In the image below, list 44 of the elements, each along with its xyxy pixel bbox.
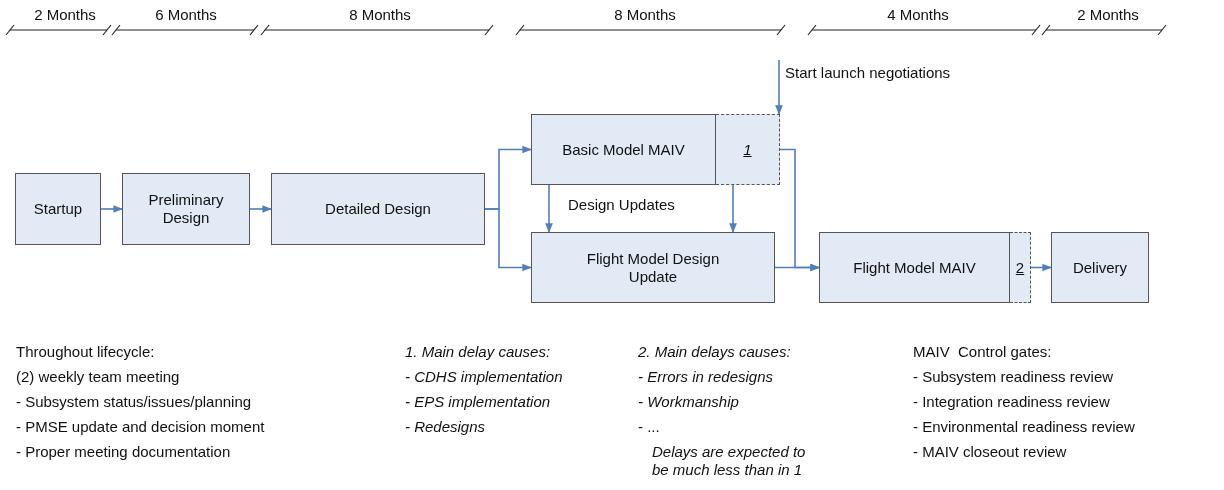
note-text: - CDHS implementation <box>405 368 563 386</box>
duration-label: 2 Months <box>1076 6 1140 24</box>
note-text: - Subsystem status/issues/planning <box>16 393 252 411</box>
process-box: Flight Model Design Update <box>531 232 775 303</box>
arrow <box>1030 263 1052 272</box>
duration-label: 2 Months <box>33 6 97 24</box>
arrow <box>545 184 553 233</box>
dashed-marker-box: 1 <box>716 114 780 185</box>
note-text: MAIV Control gates: <box>913 343 1052 361</box>
duration-label: 6 Months <box>154 6 218 24</box>
duration-label: 4 Months <box>886 6 950 24</box>
process-box: Flight Model MAIV <box>819 232 1010 303</box>
note-text: Throughout lifecycle: <box>16 343 155 361</box>
note-text: - ... <box>638 418 660 436</box>
annotation-text: Start launch negotiations <box>779 60 1039 86</box>
arrow <box>484 208 532 272</box>
note-text: - Redesigns <box>405 418 486 436</box>
note-text: 2. Main delays causes: <box>638 343 791 361</box>
note-text: - Subsystem readiness review <box>913 368 1114 386</box>
duration-label: 8 Months <box>348 6 412 24</box>
note-text: - Environmental readiness review <box>913 418 1135 436</box>
process-box: Basic Model MAIV <box>531 114 716 185</box>
note-text: - Errors in redesigns <box>638 368 774 386</box>
note-text: - Proper meeting documentation <box>16 443 231 461</box>
annotation-label: Design Updates <box>568 196 675 214</box>
arrow <box>774 263 820 272</box>
note-text: 1. Main delay causes: <box>405 343 551 361</box>
arrow <box>249 205 272 213</box>
note-text: - PMSE update and decision moment <box>16 418 265 436</box>
note-text: - EPS implementation <box>405 393 551 411</box>
note-text: Delays are expected to be much less than in 1 <box>652 443 807 479</box>
note-text: - MAIV closeout review <box>913 443 1067 461</box>
arrow <box>775 59 783 115</box>
process-box: Delivery <box>1051 232 1149 303</box>
process-box: Preliminary Design <box>122 173 250 245</box>
arrow <box>729 184 737 233</box>
duration-label: 8 Months <box>613 6 677 24</box>
process-box: Detailed Design <box>271 173 485 245</box>
note-text: (2) weekly team meeting <box>16 368 180 386</box>
process-box: Startup <box>15 173 101 245</box>
note-text: - Workmanship <box>638 393 739 411</box>
dashed-marker-box: 2 <box>1010 232 1031 303</box>
note-text: - Integration readiness review <box>913 393 1110 411</box>
arrow <box>100 205 123 213</box>
